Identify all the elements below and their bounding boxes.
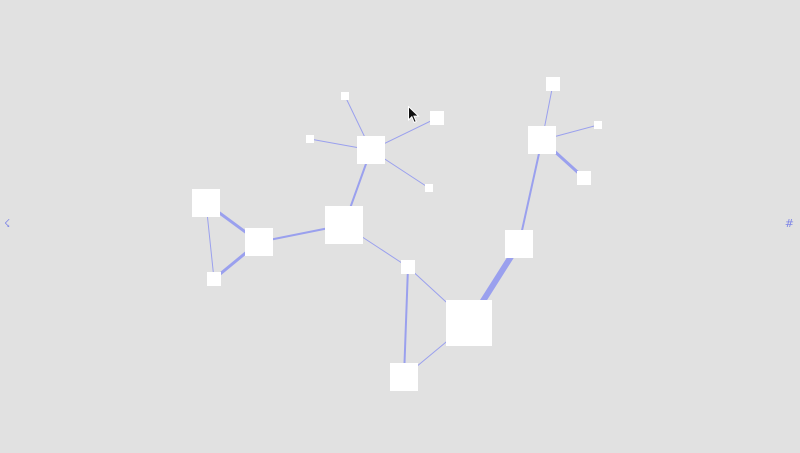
graph-node[interactable] (207, 272, 221, 286)
graph-node[interactable] (446, 300, 492, 346)
graph-edge (518, 139, 543, 245)
hash-icon[interactable]: # (784, 217, 794, 230)
graph-node[interactable] (546, 77, 560, 91)
graph-node[interactable] (245, 228, 273, 256)
graph-node[interactable] (505, 230, 533, 258)
graph-node[interactable] (425, 184, 433, 192)
graph-node[interactable] (430, 111, 444, 125)
graph-node[interactable] (192, 189, 220, 217)
graph-node[interactable] (528, 126, 556, 154)
graph-node[interactable] (401, 260, 415, 274)
graph-node[interactable] (325, 206, 363, 244)
graph-node[interactable] (577, 171, 591, 185)
network-graph-icon[interactable]: ☇ (4, 217, 11, 230)
graph-node[interactable] (341, 92, 349, 100)
graph-edge (403, 266, 409, 378)
graph-node[interactable] (594, 121, 602, 129)
nodes-layer (192, 77, 602, 391)
graph-node[interactable] (390, 363, 418, 391)
graph-node[interactable] (357, 136, 385, 164)
graph-node[interactable] (306, 135, 314, 143)
